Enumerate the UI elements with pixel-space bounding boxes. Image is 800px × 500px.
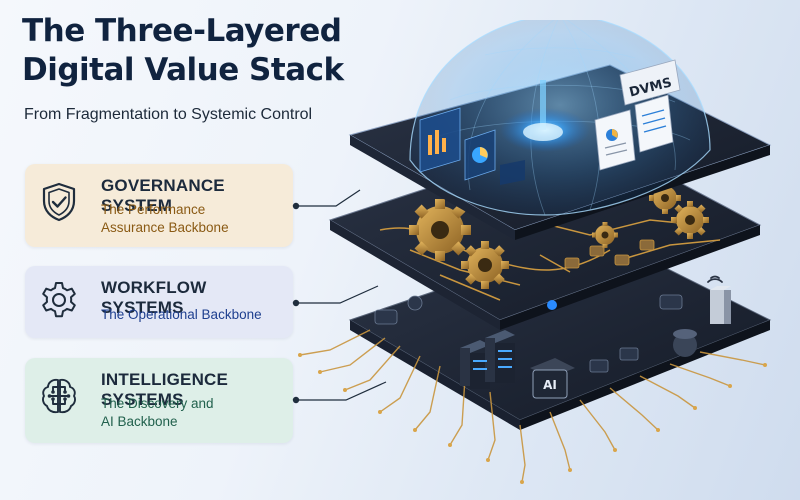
intelligence-description: The Discovery and AI Backbone [101,395,281,431]
workflow-description: The Operational Backbone [101,306,281,324]
gear-small-right [671,201,709,239]
ai-chip-label: AI [543,378,557,392]
circuit-traces [299,329,766,483]
intelligence-desc-line-1: The Discovery and [101,396,214,411]
workflow-desc-line-1: The Operational Backbone [101,307,262,322]
dashboard-panels [419,107,525,185]
server-blocks [460,286,731,389]
intelligence-card: INTELLIGENCE SYSTEMS The Discovery and A… [25,358,293,443]
governance-card: GOVERNANCE SYSTEM The Performance Assura… [25,164,293,247]
governance-layer: DVMS [348,20,772,240]
stack-illustration: AI [298,20,772,484]
governance-title: GOVERNANCE SYSTEM [101,176,225,215]
workflow-card: WORKFLOW SYSTEMS The Operational Backbon… [25,266,293,338]
gear-icon [37,278,81,322]
workflow-nodes [564,239,655,269]
governance-desc-line-1: The Performance [101,202,206,217]
title-line-1: The Three-Layered [22,13,342,49]
governance-description: The Performance Assurance Backbone [101,201,281,237]
dvms-cards: DVMS [594,59,681,171]
page-subtitle: From Fragmentation to Systemic Control [24,106,313,123]
workflow-led [547,300,557,310]
title-line-2: Digital Value Stack [22,52,344,88]
page-title: The Three-Layered Digital Value Stack [22,12,344,90]
intelligence-layer: AI [298,234,772,484]
shield-check-icon [37,180,81,224]
intelligence-title: INTELLIGENCE SYSTEMS [101,370,229,409]
gear-tiny [592,222,618,248]
workflow-title: WORKFLOW SYSTEMS [101,278,207,317]
ai-chip: AI [530,358,575,399]
gear-medium [461,241,509,289]
governance-desc-line-2: Assurance Backbone [101,220,229,235]
wifi-icon [707,275,723,283]
intelligence-desc-line-2: AI Backbone [101,414,178,429]
device-icons [374,294,683,373]
brain-circuit-icon [37,374,81,418]
